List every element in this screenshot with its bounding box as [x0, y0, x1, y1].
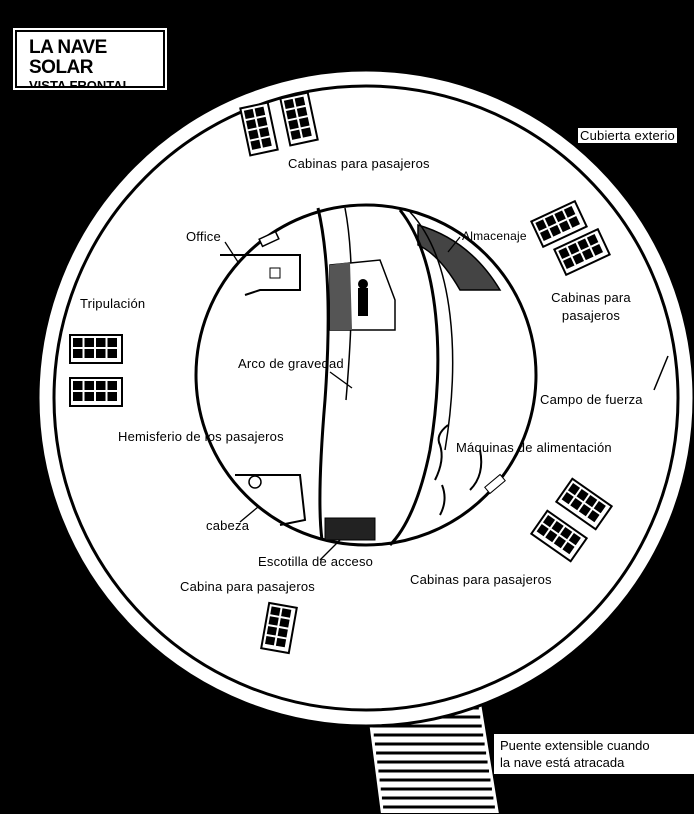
cabin-module — [260, 601, 298, 655]
cabin-module — [239, 101, 279, 157]
bridge-note-line-2: la nave está atracada — [500, 755, 625, 770]
label-cabinas-right-1: Cabinas para — [551, 290, 631, 305]
diagram-subtitle: VISTA FRONTAL — [29, 78, 131, 93]
inner-hemisphere — [194, 203, 538, 547]
label-office: Office — [186, 229, 221, 244]
force-field-pointer — [653, 355, 669, 391]
label-arco: Arco de gravedad — [238, 356, 344, 371]
label-maquinas: Máquinas de alimentación — [456, 440, 612, 455]
label-campo: Campo de fuerza — [540, 392, 643, 407]
cabin-module — [279, 91, 319, 147]
cabin-module — [69, 377, 123, 407]
label-tripulacion: Tripulación — [80, 296, 146, 311]
label-escotilla: Escotilla de acceso — [258, 554, 374, 569]
cabin-module — [530, 199, 588, 249]
cabin-module — [529, 509, 589, 563]
bridge-note: Puente extensible cuando la nave está at… — [494, 734, 694, 774]
label-cabinas-right-2: pasajeros — [561, 308, 621, 323]
title-box: LA NAVE SOLAR VISTA FRONTAL — [13, 28, 167, 93]
label-cabina-bottom: Cabina para pasajeros — [180, 579, 316, 594]
label-cabinas-bottom-right: Cabinas para pasajeros — [410, 572, 552, 587]
label-almacenaje: Almacenaje — [462, 229, 527, 243]
label-hemisferio: Hemisferio de los pasajeros — [118, 429, 284, 444]
pointer-lines — [224, 236, 461, 561]
outer-deck-ring — [52, 84, 680, 712]
cabin-module — [554, 477, 614, 531]
cabin-module — [69, 334, 123, 364]
label-cabeza: cabeza — [206, 518, 250, 533]
bridge-note-line-1: Puente extensible cuando — [500, 738, 650, 753]
label-cabinas-top: Cabinas para pasajeros — [288, 156, 430, 171]
cabin-module — [553, 227, 611, 277]
cabins-group — [69, 91, 614, 655]
diagram-title: LA NAVE SOLAR — [29, 37, 107, 78]
label-cubierta: Cubierta exterio — [578, 128, 677, 143]
